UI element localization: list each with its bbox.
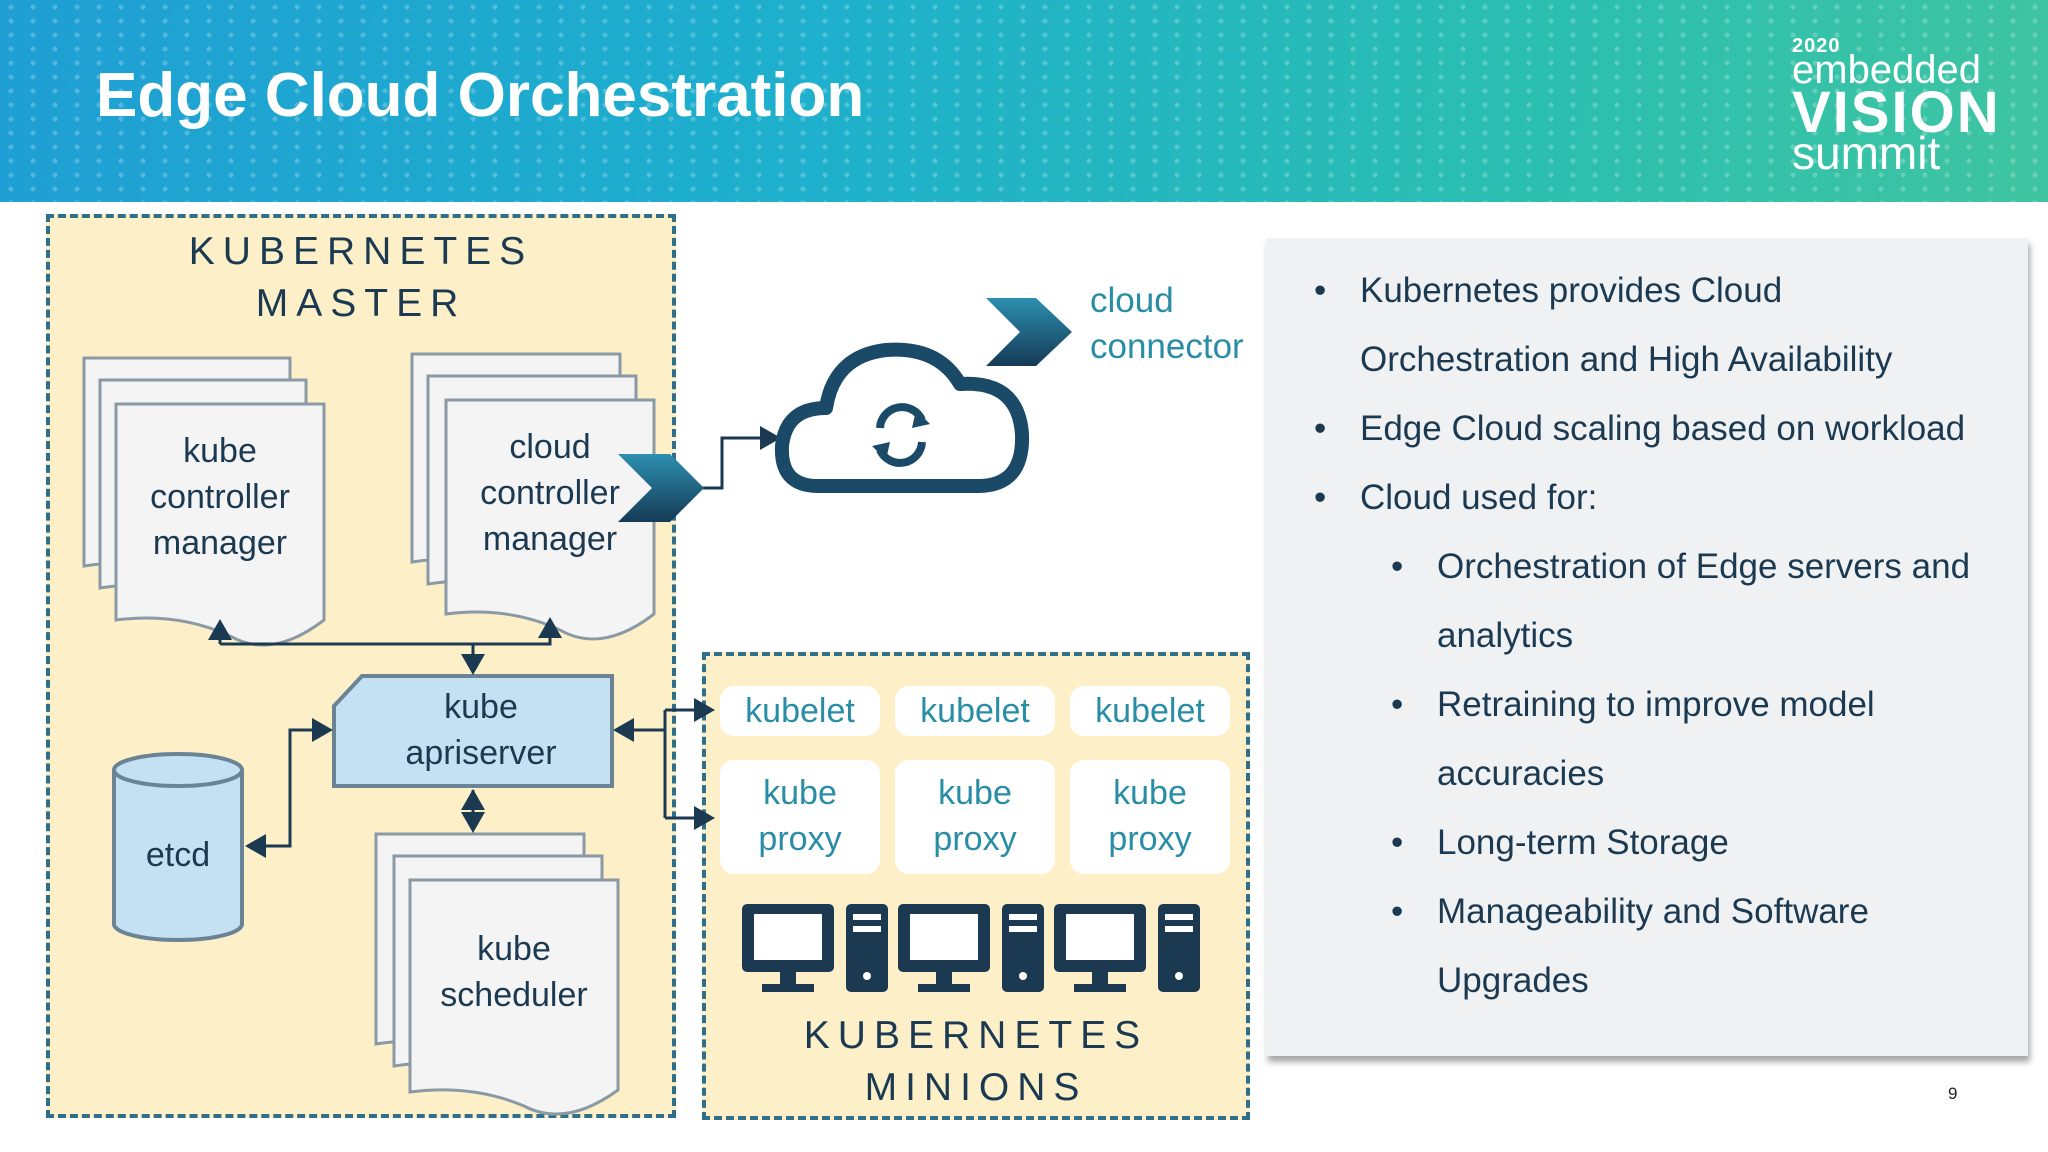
master-connectors	[208, 426, 781, 858]
kubelet-box: kubelet	[1070, 686, 1230, 736]
logo-line1: embedded	[1792, 48, 1982, 92]
computer-icon	[898, 904, 1044, 992]
bullet-dot-icon: •	[1314, 271, 1327, 310]
kubelet-box: kubelet	[895, 686, 1055, 736]
label-line: manager	[482, 520, 618, 558]
label-line: scheduler	[440, 976, 588, 1014]
controller-manager-label: kube controller manager	[116, 428, 324, 566]
label-line: manager	[152, 524, 288, 562]
scheduler-doc-icon	[374, 832, 620, 1116]
label-line: kube	[183, 432, 257, 470]
bullet-line: Cloud used for:	[1360, 478, 1598, 517]
bullet-line: Kubernetes provides Cloud	[1360, 271, 1783, 310]
etcd-database-icon	[112, 752, 244, 942]
minions-title-line1: KUBERNETES	[803, 1014, 1149, 1057]
kube-proxy-box: kube proxy	[895, 760, 1055, 874]
logo-year: 2020	[1792, 35, 1841, 57]
header-banner: Edge Cloud Orchestration 2020 embedded V…	[0, 0, 2048, 202]
cloud-controller-manager-label: cloud controller manager	[446, 424, 654, 562]
cloud-controller-manager-doc-icon	[410, 352, 656, 641]
bullet-line: accuracies	[1437, 754, 1605, 793]
computer-icon	[742, 904, 888, 992]
bullet-line: Retraining to improve model	[1437, 685, 1875, 724]
bullet-line: Manageability and Software	[1437, 892, 1869, 931]
logo-line3: summit	[1792, 127, 1941, 179]
bullet-line: Long-term Storage	[1437, 823, 1729, 862]
bullet-dot-icon: •	[1391, 685, 1404, 724]
bullet-line: Upgrades	[1437, 961, 1589, 1000]
bullet-item: • Cloud used for:	[1314, 463, 1598, 532]
bullet-dot-icon: •	[1314, 478, 1327, 517]
apiserver-box	[332, 674, 614, 788]
bullet-dot-icon: •	[1391, 823, 1404, 862]
label-line: proxy	[933, 820, 1017, 858]
sub-bullet-item: • Retraining to improve model accuracies	[1391, 670, 1875, 808]
master-title-line1: KUBERNETES	[188, 230, 534, 273]
logo-line2: VISION	[1792, 80, 2001, 145]
cloud-connector-chevron-icon	[986, 298, 1072, 366]
label-line: proxy	[1108, 820, 1192, 858]
label-line: controller	[480, 474, 620, 512]
label-line: kube	[938, 774, 1012, 812]
bullet-item: • Edge Cloud scaling based on workload	[1314, 394, 1966, 463]
minions-title-line2: MINIONS	[864, 1066, 1088, 1109]
page-title: Edge Cloud Orchestration	[96, 61, 865, 130]
bullet-dot-icon: •	[1314, 409, 1327, 448]
label-line: kube	[477, 930, 551, 968]
bullet-line: Orchestration and High Availability	[1360, 340, 1893, 379]
sub-bullet-item: • Orchestration of Edge servers and anal…	[1391, 532, 1971, 670]
page-number: 9	[1948, 1084, 1958, 1103]
cloud-sync-icon	[774, 342, 1030, 493]
header-pattern	[0, 0, 2048, 202]
apiserver-label: kube apriserver	[340, 684, 622, 776]
cloud-connector-label: cloud connector	[1090, 278, 1244, 370]
kube-proxy-box: kube proxy	[720, 760, 880, 874]
bullet-panel	[1266, 238, 2028, 1056]
label-line: cloud	[1090, 281, 1174, 320]
master-title-line2: MASTER	[255, 282, 467, 325]
chevron-right-icon	[618, 454, 704, 522]
etcd-label: etcd	[145, 836, 211, 874]
scheduler-label: kube scheduler	[410, 926, 618, 1018]
summit-logo: 2020 embedded VISION summit	[1792, 35, 2012, 179]
label-line: apriserver	[405, 734, 557, 772]
bullet-dot-icon: •	[1391, 892, 1404, 931]
bullet-line: Orchestration of Edge servers and	[1437, 547, 1971, 586]
kube-proxy-box: kube proxy	[1070, 760, 1230, 874]
kubelet-box: kubelet	[720, 686, 880, 736]
label-line: kube	[1113, 774, 1187, 812]
label-line: connector	[1090, 327, 1244, 366]
label-line: cloud	[509, 428, 591, 466]
controller-manager-doc-icon	[82, 356, 326, 647]
label-line: controller	[150, 478, 290, 516]
bullet-line: Edge Cloud scaling based on workload	[1360, 409, 1966, 448]
label-line: kube	[444, 688, 518, 726]
sub-bullet-item: • Long-term Storage	[1391, 808, 1729, 877]
sub-bullet-item: • Manageability and Software Upgrades	[1391, 877, 1869, 1015]
label-line: proxy	[758, 820, 842, 858]
bullet-dot-icon: •	[1391, 547, 1404, 586]
bullet-item: • Kubernetes provides Cloud Orchestratio…	[1314, 256, 1893, 394]
computer-icon	[1054, 904, 1200, 992]
label-line: kube	[763, 774, 837, 812]
bullet-line: analytics	[1437, 616, 1574, 655]
